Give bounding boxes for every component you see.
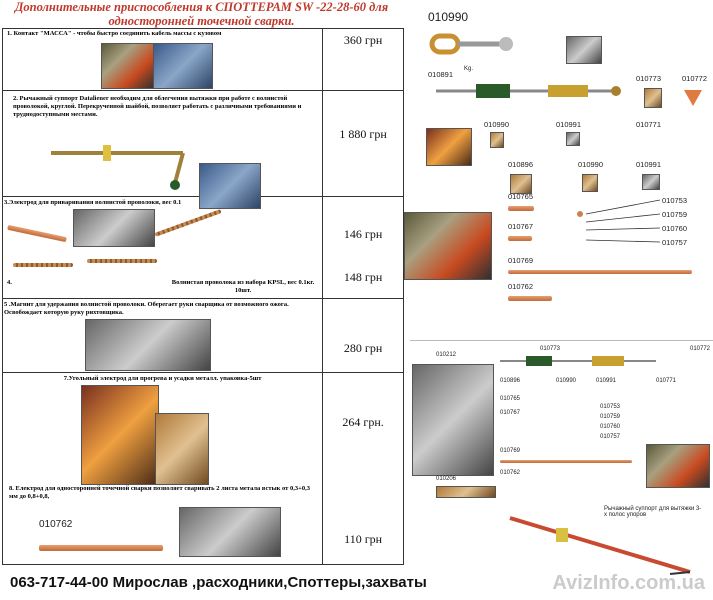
wavy-wire-photo	[87, 259, 157, 263]
wavy-wire-photo	[154, 209, 222, 237]
row-price: 146 грн	[343, 227, 383, 241]
table-row: 3.Электрод для приваривания волнистой пр…	[1, 196, 404, 299]
table-row: 1. Контакт "МАССА" - чтобы быстро соедин…	[1, 28, 404, 91]
electrode-icon	[508, 236, 532, 241]
row-description: 3.Электрод для приваривания волнистой пр…	[4, 199, 182, 206]
contact-footer: 063-717-44-00 Мирослав ,расходники,Спотт…	[10, 574, 427, 591]
magnet-photo	[85, 319, 211, 371]
watermark: AvizInfo.com.ua	[552, 572, 705, 594]
tip-icon	[490, 132, 504, 148]
kit-photo	[404, 212, 492, 280]
wavy-wire-photo	[13, 263, 73, 267]
triangle-tip-icon	[684, 90, 702, 106]
carbon-electrode-photo	[81, 385, 159, 485]
row-description: Волнистая проволока из набора KPSL, вес …	[171, 279, 315, 294]
row-description: 5 .Магнит для удержания волнистой провол…	[4, 301, 289, 316]
slide-hammer-icon	[436, 84, 621, 98]
row-price: 280 грн	[322, 298, 404, 373]
tip-icon	[566, 132, 580, 146]
row-description: 7.Угольный электрод для прогрева и усадк…	[63, 375, 262, 382]
mass-contact-usage-photo	[153, 43, 213, 89]
tip-icon	[644, 88, 662, 108]
carbon-electrode-usage-photo	[155, 413, 209, 485]
mass-contact-photo	[101, 43, 155, 89]
lever-support-drawing	[509, 516, 691, 575]
spot-electrode-usage-photo	[179, 507, 281, 557]
row-description: 1. Контакт "МАССА" - чтобы быстро соедин…	[7, 30, 222, 37]
electrode-rod-icon	[500, 460, 632, 463]
electrode-icon	[508, 296, 552, 301]
slide-hammer-icon	[500, 356, 656, 366]
row-price: 264 грн.	[342, 415, 384, 429]
electrode-holder-photo	[73, 209, 155, 247]
row-price: 110 грн	[344, 532, 383, 546]
electrode-photo	[7, 224, 67, 243]
contact-plate-icon	[436, 486, 496, 498]
electrode-rod-icon	[508, 270, 692, 274]
tip-icon	[582, 174, 598, 192]
price-table: 1. Контакт "МАССА" - чтобы быстро соедин…	[1, 28, 404, 565]
row-price: 148 грн	[343, 270, 383, 284]
kit-photo	[646, 444, 710, 488]
ring-tip-icon	[510, 174, 532, 194]
clamp-icon	[566, 36, 602, 64]
row-price: 360 грн	[322, 28, 404, 91]
lever-support-drawing	[51, 145, 185, 190]
row-description: 8. Електрод для односторонней точечной с…	[9, 485, 310, 500]
washers-photo	[426, 128, 472, 166]
table-row: 5 .Магнит для удержания волнистой провол…	[1, 298, 404, 373]
electrode-code: 010762	[39, 519, 73, 530]
spotter-gun-photo	[412, 364, 494, 476]
row-description: 2. Рычажный суппорт Dataliener необходим…	[13, 95, 302, 118]
table-row: 7.Угольный электрод для прогрева и усадк…	[1, 372, 404, 565]
row-number: 4.	[7, 279, 12, 286]
page-title: Дополнительные приспособления к СПОТТЕРА…	[14, 0, 389, 28]
wrench-icon	[429, 33, 513, 55]
table-row: 2. Рычажный суппорт Dataliener необходим…	[1, 90, 404, 209]
leader-lines	[577, 199, 661, 243]
tip-icon	[642, 174, 660, 190]
spot-electrode-photo	[39, 545, 163, 551]
divider	[410, 340, 713, 341]
row-price: 1 880 грн	[322, 90, 404, 197]
electrode-icon	[508, 206, 534, 211]
